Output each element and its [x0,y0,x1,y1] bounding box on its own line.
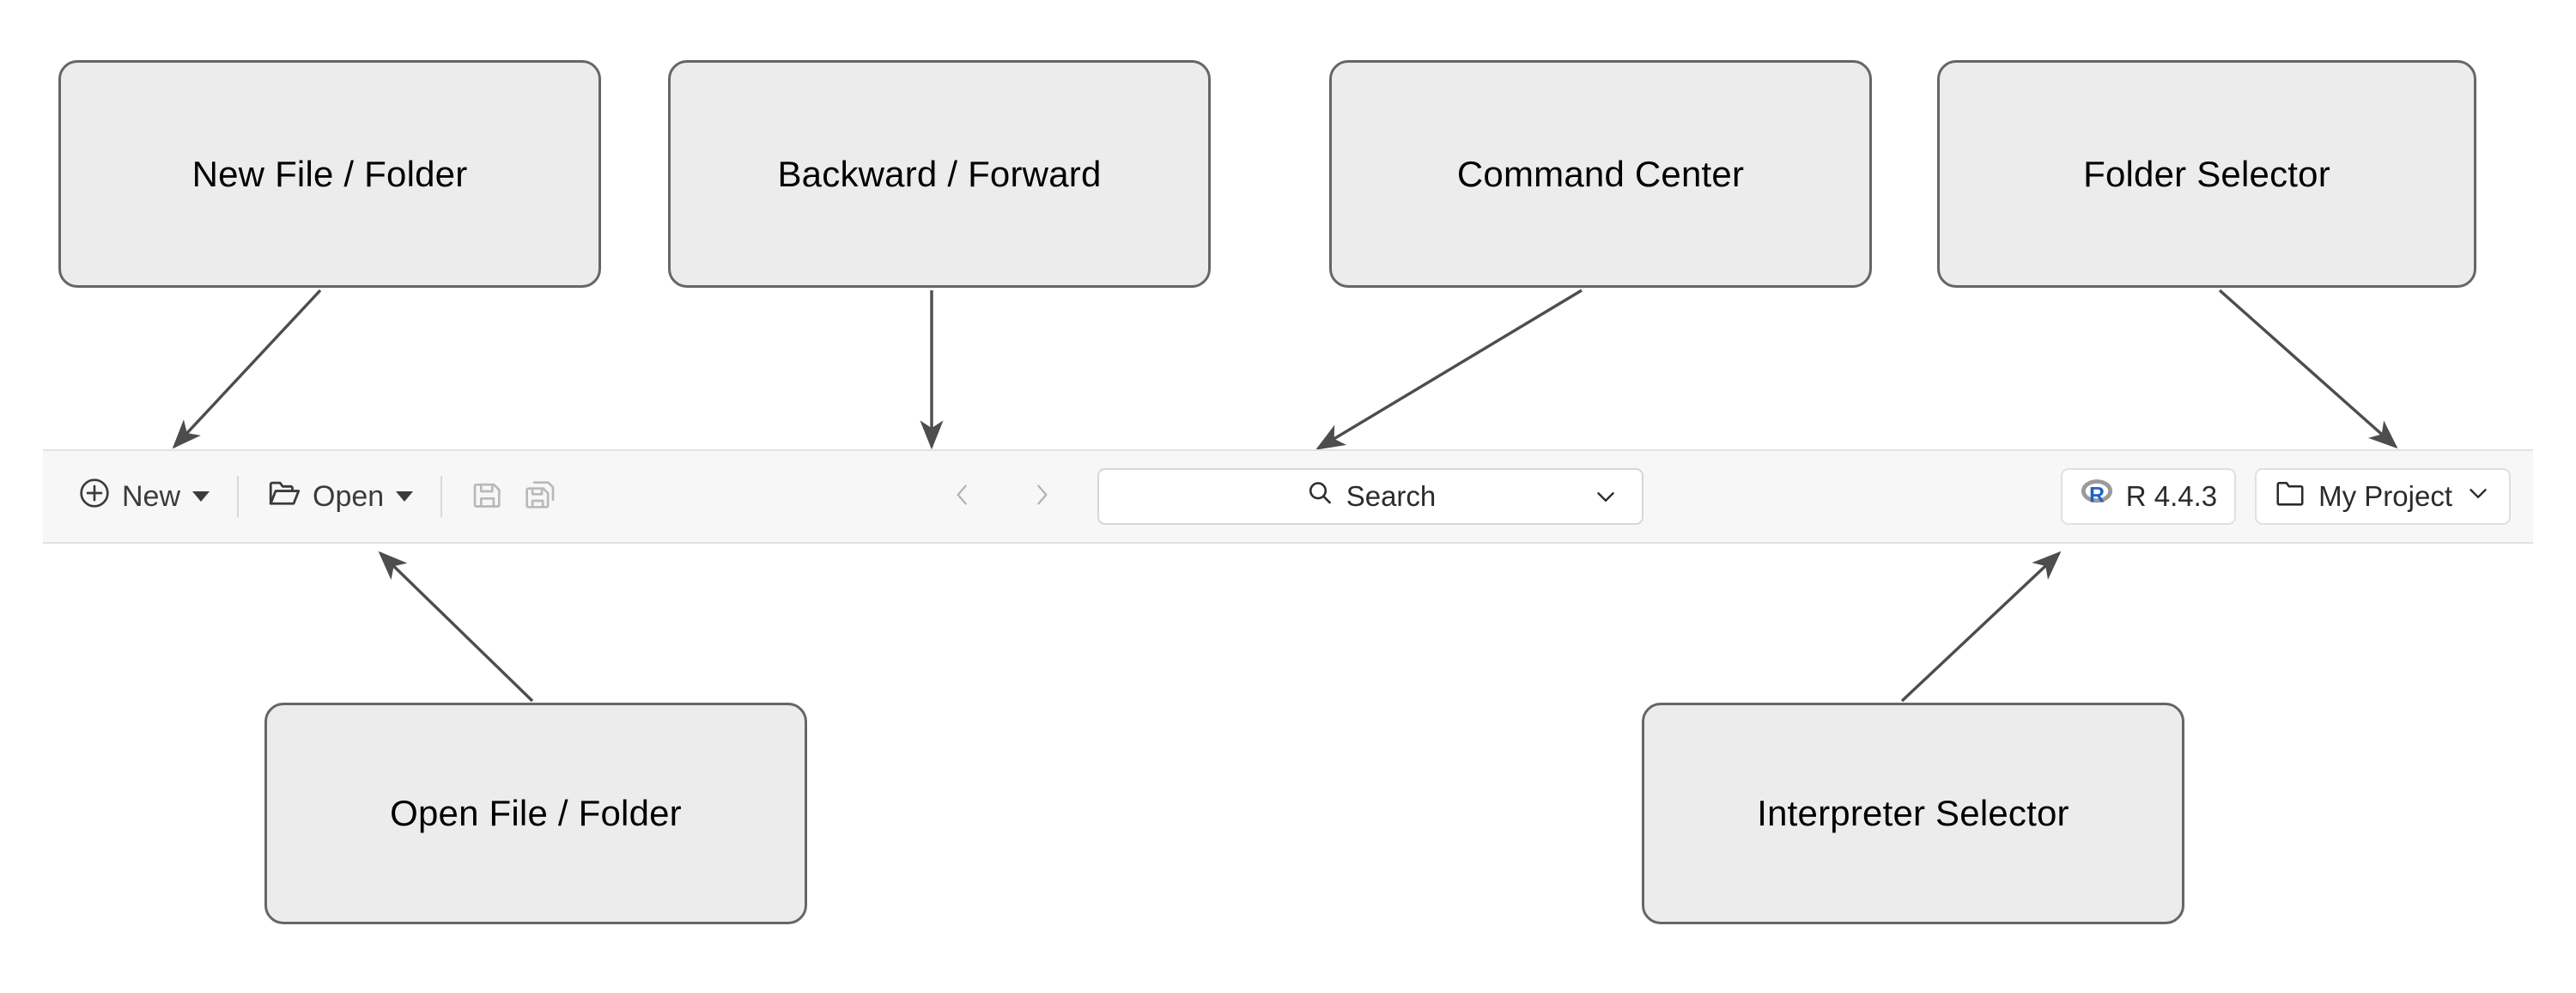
chevron-down-icon[interactable] [1592,483,1619,510]
arrow-interpreter-selector [1900,551,2062,703]
navigation-group [933,470,1072,523]
toolbar-right-group: R R 4.4.3 My Project [2060,468,2511,525]
search-icon [1305,478,1334,515]
backward-button[interactable] [933,470,993,523]
chevron-down-icon[interactable] [2464,479,2492,514]
callout-label: Folder Selector [2083,153,2330,194]
folder-icon [2274,477,2306,516]
plus-circle-icon [77,476,112,518]
toolbar-center-group: Search [43,468,2533,525]
folder-selector-button[interactable]: My Project [2255,468,2511,525]
callout-interpreter-selector: Interpreter Selector [1642,703,2184,924]
search-placeholder-text: Search [1346,480,1437,512]
folder-label: My Project [2318,480,2452,512]
save-all-button[interactable] [514,470,568,523]
r-logo-icon: R [2080,476,2114,517]
interpreter-selector-button[interactable]: R R 4.4.3 [2060,468,2237,525]
callout-label: Open File / Folder [390,793,682,833]
callout-label: New File / Folder [191,153,468,194]
arrow-open-file-folder [378,551,534,703]
callout-new-file-folder: New File / Folder [58,60,601,288]
save-button[interactable] [461,470,514,523]
chevron-down-icon [192,491,210,502]
callout-label: Interpreter Selector [1757,793,2069,833]
toolbar-left-group: New Open [43,470,568,523]
arrow-new-file-folder [172,289,322,449]
arrow-folder-selector [2218,289,2398,449]
save-all-icon [524,478,558,516]
open-button[interactable]: Open [258,470,422,523]
callout-backward-forward: Backward / Forward [668,60,1211,288]
new-button[interactable]: New [69,470,218,523]
callout-folder-selector: Folder Selector [1937,60,2476,288]
interpreter-label: R 4.4.3 [2125,480,2218,512]
callout-command-center: Command Center [1329,60,1872,288]
forward-button[interactable] [1012,470,1072,523]
toolbar-separator [237,476,240,517]
callout-label: Backward / Forward [777,153,1102,194]
chevron-down-icon [396,491,414,502]
svg-text:R: R [2089,484,2105,508]
arrow-command-center [1315,289,1583,450]
command-center-content: Search [1305,478,1437,515]
save-icon [471,478,505,516]
open-button-label: Open [313,479,385,513]
chevron-right-icon [1027,480,1056,514]
open-folder-icon [266,475,302,519]
chevron-left-icon [948,480,977,514]
toolbar-separator [440,476,443,517]
command-center-search[interactable]: Search [1097,468,1643,525]
new-button-label: New [122,479,181,513]
ide-toolbar: New Open [43,449,2533,544]
callout-open-file-folder: Open File / Folder [264,703,807,924]
callout-label: Command Center [1456,153,1745,194]
